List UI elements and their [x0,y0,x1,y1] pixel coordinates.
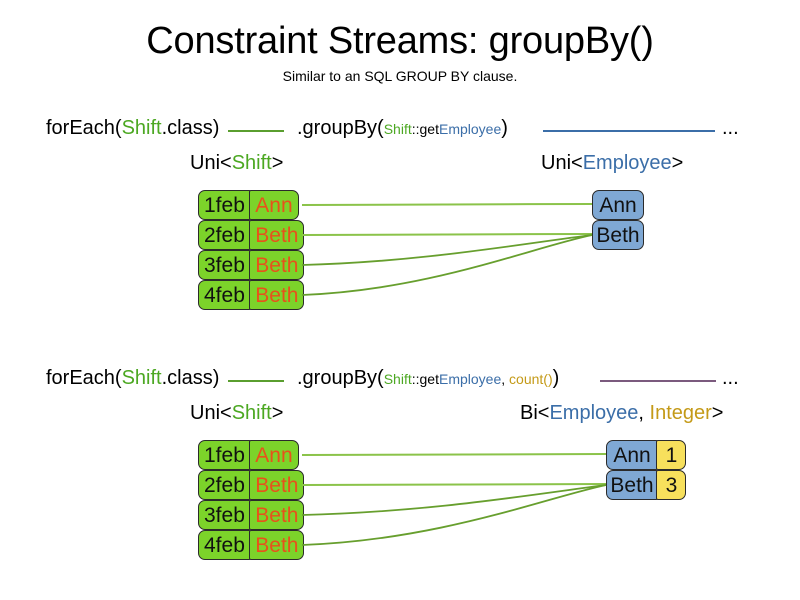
code-line-groupby-count: forEach(Shift.class) [46,367,219,390]
groupby-suffix: ) [552,367,560,389]
type-right-generic-sep: , [638,402,650,424]
type-left-generic-2: Shift [231,402,272,424]
type-left-suffix-1: > [271,152,284,174]
type-right-generic-1: Employee [582,152,672,174]
groupby-prefix: .groupBy( [297,117,384,139]
foreach-prefix: forEach( [46,117,122,139]
employee-shift-count: 3 [656,470,687,500]
shift-row[interactable]: 4feb Beth [198,280,305,310]
link-shift-to-employee [301,484,607,546]
type-right-prefix-1: Uni< [541,152,583,174]
stream-link-uni-shift-1 [228,130,284,132]
employee-shift-count: 1 [656,440,687,470]
groupby-prefix: .groupBy( [297,367,384,389]
employee-row[interactable]: Ann [592,190,644,220]
code-line-groupby-single: forEach(Shift.class) [46,117,219,140]
shift-date: 3feb [198,500,251,530]
employee-name: Ann [606,440,658,470]
ellipsis-1: ... [722,117,739,139]
mapper-property: Employee [438,121,502,137]
link-shift-to-employee [301,483,607,486]
shift-date: 3feb [198,250,251,280]
shift-date: 4feb [198,530,251,560]
stream-link-uni-shift-2 [228,380,284,382]
shift-row[interactable]: 2feb Beth [198,470,305,500]
type-label-right-2: Bi<Employee, Integer> [520,402,723,425]
shift-employee: Beth [249,530,305,560]
shift-employee: Beth [249,500,305,530]
code-line-groupby-call-2: .groupBy(Shift::getEmployee, count()) [297,367,559,390]
type-left-prefix-1: Uni< [190,152,232,174]
link-shift-to-employee [301,234,593,266]
link-shift-to-employee [301,234,593,296]
mapper-type: Shift [383,371,412,387]
employee-name: Ann [592,190,644,220]
employee-name: Beth [592,220,644,250]
shift-date: 1feb [198,190,251,220]
employee-row[interactable]: Beth [592,220,644,250]
employee-count-row[interactable]: Beth 3 [606,470,687,500]
type-label-left-1: Uni<Shift> [190,152,283,175]
link-shift-to-employee [301,203,593,206]
link-shift-to-employee [301,484,607,516]
type-right-generic-a: Employee [549,402,639,424]
shift-row[interactable]: 1feb Ann [198,190,299,220]
employee-name: Beth [606,470,658,500]
shift-employee: Beth [249,220,305,250]
foreach-type: Shift [121,367,162,389]
shift-date: 2feb [198,220,251,250]
type-label-left-2: Uni<Shift> [190,402,283,425]
mapper-separator: ::get [411,371,439,387]
page-subtitle: Similar to an SQL GROUP BY clause. [282,68,518,84]
shift-employee: Beth [249,470,305,500]
type-label-right-1: Uni<Employee> [541,152,683,175]
type-right-suffix-2: > [711,402,724,424]
shift-employee: Ann [249,440,299,470]
mapper-separator: ::get [411,121,439,137]
type-left-generic-1: Shift [231,152,272,174]
shift-employee: Beth [249,280,305,310]
shift-row[interactable]: 2feb Beth [198,220,305,250]
stream-link-uni-employee-1 [543,130,715,132]
groupby-suffix: ) [501,117,508,139]
collector-count: count() [509,371,553,387]
mapper-type: Shift [383,121,412,137]
foreach-suffix: .class) [161,117,220,139]
employee-count-row[interactable]: Ann 1 [606,440,687,470]
shift-row[interactable]: 1feb Ann [198,440,299,470]
shift-row[interactable]: 3feb Beth [198,500,305,530]
code-line-groupby-call-1: .groupBy(Shift::getEmployee) [297,117,508,140]
foreach-type: Shift [121,117,162,139]
foreach-suffix: .class) [161,367,220,389]
type-left-prefix-2: Uni< [190,402,232,424]
stream-link-bi-employee-integer [600,380,716,382]
type-right-prefix-2: Bi< [520,402,550,424]
page-title: Constraint Streams: groupBy() [146,20,654,62]
ellipsis-2: ... [722,367,739,389]
shift-date: 1feb [198,440,251,470]
collector-separator: , [501,371,510,387]
foreach-prefix: forEach( [46,367,122,389]
mapper-property: Employee [438,371,502,387]
shift-row[interactable]: 4feb Beth [198,530,305,560]
shift-date: 4feb [198,280,251,310]
type-left-suffix-2: > [271,402,284,424]
shift-row[interactable]: 3feb Beth [198,250,305,280]
link-shift-to-employee [301,453,607,456]
shift-date: 2feb [198,470,251,500]
shift-employee: Ann [249,190,299,220]
type-right-suffix-1: > [671,152,684,174]
shift-employee: Beth [249,250,305,280]
link-shift-to-employee [301,233,593,236]
type-right-generic-b: Integer [649,402,712,424]
